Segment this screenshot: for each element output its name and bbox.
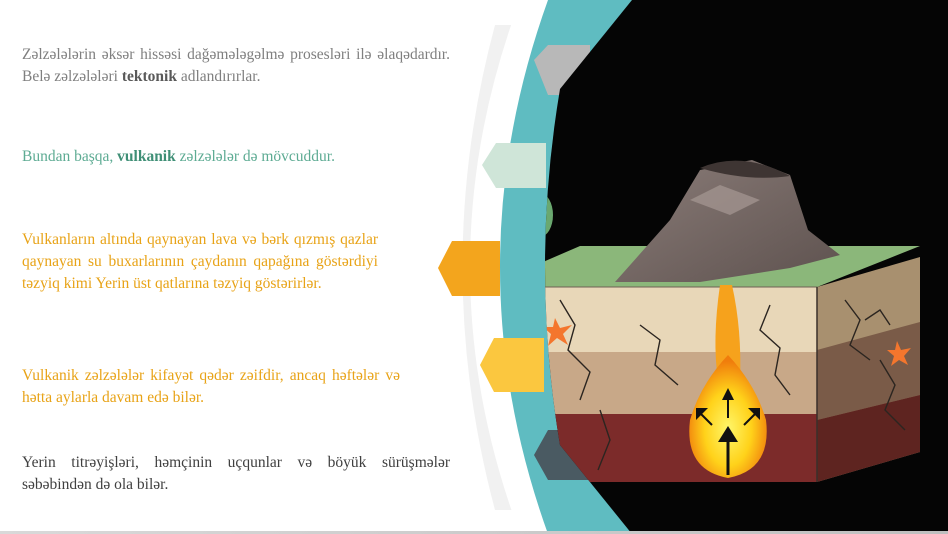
term-tectonik: tektonik — [121, 68, 177, 85]
marker-yellow — [480, 338, 544, 392]
teal-band — [500, 0, 640, 534]
paragraph-volcanic: Bundan başqa, vulkanik zəlzələlər də möv… — [22, 148, 335, 165]
paragraph-weak-quakes: Vulkanik zəlzələlər kifayət qədər zəifdi… — [22, 367, 400, 406]
volcano-illustration — [545, 0, 948, 534]
paragraph-lava-pressure: Vulkanların altında qaynayan lava və bər… — [22, 231, 378, 292]
bottom-divider — [0, 531, 948, 534]
paragraph-landslides: Yerin titrəyişləri, həmçinin uçqunlar və… — [22, 454, 450, 493]
marker-mint — [482, 143, 546, 188]
term-vulkanik: vulkanik — [117, 148, 176, 165]
outer-arc — [462, 25, 520, 510]
paragraph-tectonic: Zəlzələlərin əksər hissəsi dağəmələgəlmə… — [22, 46, 450, 85]
marker-orange — [438, 241, 500, 296]
